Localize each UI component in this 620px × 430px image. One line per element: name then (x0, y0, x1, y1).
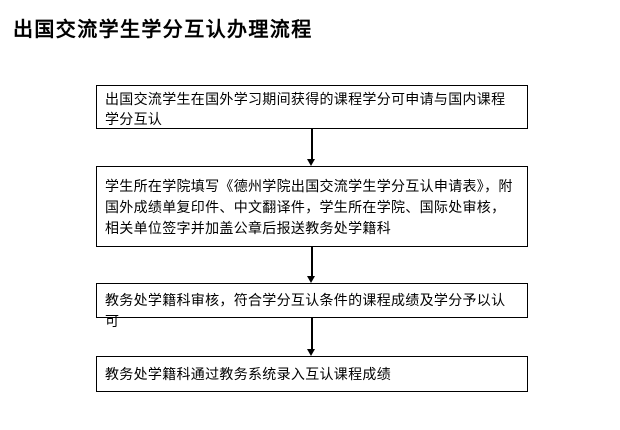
flow-step-1: 出国交流学生在国外学习期间获得的课程学分可申请与国内课程学分互认 (96, 85, 528, 129)
flow-step-2: 学生所在学院填写《德州学院出国交流学生学分互认申请表》，附国外成绩单复印件、中文… (96, 166, 528, 247)
down-arrow-1-line (311, 129, 313, 160)
down-arrow-3-icon (307, 349, 315, 356)
flow-step-4: 教务处学籍科通过教务系统录入互认课程成绩 (96, 356, 528, 392)
down-arrow-2-icon (307, 276, 315, 283)
down-arrow-3-line (311, 318, 313, 350)
down-arrow-1-icon (307, 159, 315, 166)
down-arrow-2-line (311, 247, 313, 277)
page-title: 出国交流学生学分互认办理流程 (13, 19, 313, 41)
flow-step-3: 教务处学籍科审核，符合学分互认条件的课程成绩及学分予以认可 (96, 283, 528, 329)
